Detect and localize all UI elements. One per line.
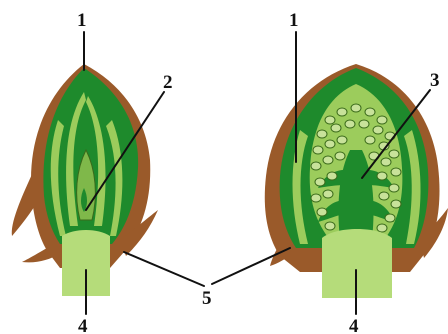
flower-primordium (365, 108, 375, 116)
label-left-top: 1 (77, 10, 87, 31)
flower-primordium (327, 172, 337, 180)
flower-primordium (389, 184, 399, 192)
flower-primordium (311, 194, 321, 202)
flower-primordium (325, 222, 335, 230)
flower-primordium (317, 208, 327, 216)
flower-primordium (377, 224, 387, 232)
flower-primordium (315, 178, 325, 186)
flower-primordium (379, 192, 389, 200)
flower-primordium (313, 146, 323, 154)
flower-primordium (351, 104, 361, 112)
flower-primordium (377, 172, 387, 180)
left-bud (12, 64, 158, 296)
flower-primordium (323, 190, 333, 198)
flower-primordium (345, 120, 355, 128)
flower-primordium (335, 152, 345, 160)
leader-shared-right (212, 248, 290, 284)
flower-primordium (391, 200, 401, 208)
flower-primordium (365, 136, 375, 144)
label-right-base: 4 (349, 316, 359, 334)
label-left-base: 4 (78, 316, 88, 334)
flower-primordium (331, 124, 341, 132)
label-right-inner: 3 (430, 70, 440, 91)
flower-primordium (377, 116, 387, 124)
flower-primordium (385, 214, 395, 222)
label-left-inner: 2 (163, 72, 173, 93)
flower-primordium (317, 130, 327, 138)
flower-primordium (323, 156, 333, 164)
flower-primordium (381, 158, 391, 166)
flower-primordium (325, 140, 335, 148)
flower-primordium (389, 150, 399, 158)
flower-primordium (311, 162, 321, 170)
flower-primordium (325, 116, 335, 124)
flower-primordium (391, 168, 401, 176)
leader-shared-left (124, 252, 204, 286)
right-bud (265, 64, 448, 298)
label-right-top: 1 (289, 10, 299, 31)
flower-primordium (373, 126, 383, 134)
flower-primordium (337, 136, 347, 144)
label-shared: 5 (202, 288, 212, 309)
flower-primordium (337, 108, 347, 116)
flower-primordium (359, 120, 369, 128)
